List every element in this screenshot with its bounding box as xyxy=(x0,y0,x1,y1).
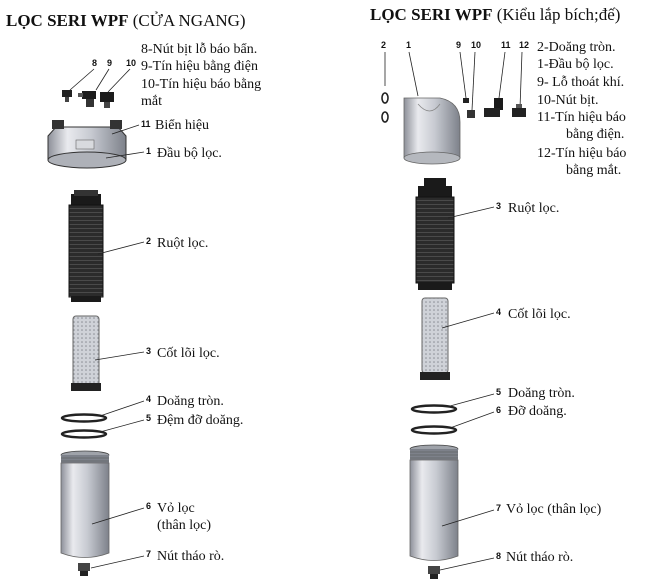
right-num-7: 7 xyxy=(496,503,501,513)
right-label-3: Ruột lọc. xyxy=(508,201,559,216)
filter-bowl-icon xyxy=(409,444,459,561)
filter-core-icon xyxy=(420,297,450,380)
left-legend-line-1: 8-Nút bịt lỗ báo bẩn. xyxy=(141,42,257,57)
left-label-3: Cốt lõi lọc. xyxy=(157,346,220,361)
backup-ring-icon xyxy=(60,429,108,439)
o-ring-icon xyxy=(60,413,108,423)
left-title: LỌC SERI WPF (CỬA NGANG) xyxy=(6,11,246,30)
visual-indicator-icon xyxy=(512,104,526,117)
left-num-6: 6 xyxy=(146,501,151,511)
right-label-7: Vỏ lọc (thân lọc) xyxy=(506,502,602,517)
left-legend-line-4: mắt xyxy=(141,94,162,109)
right-label-8: Nút tháo rò. xyxy=(506,550,573,565)
right-legend-line-1: 2-Doăng tròn. xyxy=(537,40,616,55)
filter-head-icon xyxy=(47,120,127,169)
vent-icon xyxy=(463,98,469,103)
right-num-9: 9 xyxy=(456,40,461,50)
left-title-bold: LỌC SERI WPF xyxy=(6,11,129,30)
left-legend-line-2: 9-Tín hiệu bằng điện xyxy=(141,59,258,74)
electric-indicator-icon xyxy=(78,91,96,107)
right-legend-line-2: 1-Đầu bộ lọc. xyxy=(537,57,614,72)
right-title: LỌC SERI WPF (Kiểu lắp bích;đế) xyxy=(370,5,620,24)
right-num-2: 2 xyxy=(381,40,386,50)
right-legend-line-7: 12-Tín hiệu báo xyxy=(537,146,626,161)
left-label-1: Đầu bộ lọc. xyxy=(157,146,222,161)
drain-plug-icon xyxy=(78,563,90,576)
right-legend-line-8: bằng mắt. xyxy=(566,163,621,178)
left-title-rest: (CỬA NGANG) xyxy=(129,11,246,30)
right-num-3: 3 xyxy=(496,201,501,211)
right-num-11: 11 xyxy=(501,40,511,50)
right-num-4: 4 xyxy=(496,307,501,317)
left-label-6: Vỏ lọc xyxy=(157,501,195,516)
right-num-5: 5 xyxy=(496,387,501,397)
left-label-5: Đệm đỡ doăng. xyxy=(157,413,243,428)
filter-core-icon xyxy=(71,315,101,391)
o-ring-icon xyxy=(381,111,389,123)
left-num-5: 5 xyxy=(146,413,151,423)
left-label-11: Biển hiệu xyxy=(155,118,209,133)
right-title-bold: LỌC SERI WPF xyxy=(370,5,493,24)
filter-head-icon xyxy=(403,97,461,165)
left-num-7: 7 xyxy=(146,549,151,559)
right-legend-line-3: 9- Lỗ thoát khí. xyxy=(537,75,624,90)
left-num-3: 3 xyxy=(146,346,151,356)
right-legend-line-5: 11-Tín hiệu báo xyxy=(537,110,626,125)
left-label-6b: (thân lọc) xyxy=(157,518,211,533)
filter-element-icon xyxy=(68,190,104,302)
left-num-2: 2 xyxy=(146,236,151,246)
right-label-6: Đỡ doăng. xyxy=(508,404,567,419)
left-num-8: 8 xyxy=(92,58,97,68)
right-legend-line-6: bằng điện. xyxy=(566,127,624,142)
drain-plug-icon xyxy=(428,566,440,579)
left-num-11: 11 xyxy=(141,119,151,129)
right-num-8: 8 xyxy=(496,551,501,561)
right-label-5: Doăng tròn. xyxy=(508,386,575,401)
right-num-1: 1 xyxy=(406,40,411,50)
left-label-4: Doăng tròn. xyxy=(157,394,224,409)
plug-icon xyxy=(467,110,475,118)
right-num-10: 10 xyxy=(471,40,481,50)
right-num-12: 12 xyxy=(519,40,529,50)
left-label-7: Nút tháo rò. xyxy=(157,549,224,564)
visual-indicator-icon xyxy=(100,92,114,108)
filter-bowl-icon xyxy=(60,450,110,558)
right-num-6: 6 xyxy=(496,405,501,415)
right-title-rest: (Kiểu lắp bích;đế) xyxy=(493,5,621,24)
filter-element-icon xyxy=(415,178,455,290)
right-legend-line-4: 10-Nút bịt. xyxy=(537,93,598,108)
plug-icon xyxy=(62,90,72,102)
left-legend-line-3: 10-Tín hiệu báo bằng xyxy=(141,77,261,92)
left-num-1: 1 xyxy=(146,146,151,156)
left-label-2: Ruột lọc. xyxy=(157,236,208,251)
left-num-10: 10 xyxy=(126,58,136,68)
left-num-4: 4 xyxy=(146,394,151,404)
left-num-9: 9 xyxy=(107,58,112,68)
o-ring-icon xyxy=(410,404,458,414)
o-ring-icon xyxy=(381,92,389,104)
backup-ring-icon xyxy=(410,425,458,435)
right-label-4: Cốt lõi lọc. xyxy=(508,307,571,322)
electric-indicator-icon xyxy=(484,98,503,117)
